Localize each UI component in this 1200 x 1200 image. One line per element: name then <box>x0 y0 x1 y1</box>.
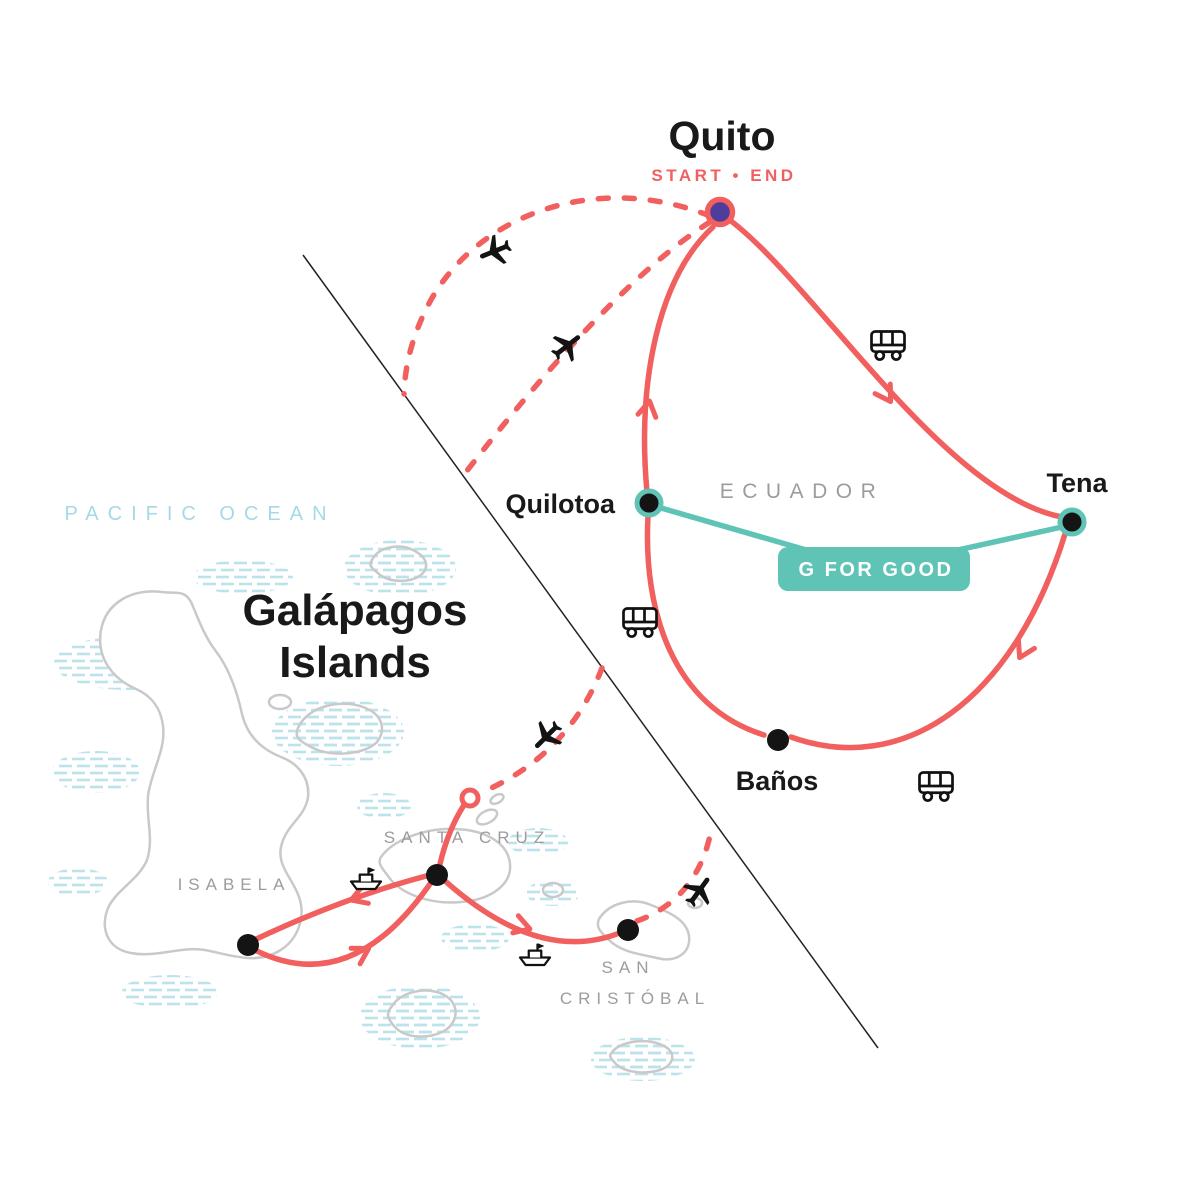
ecuador-label: ECUADOR <box>720 480 885 503</box>
gforgood-connector: G FOR GOOD <box>658 505 1065 591</box>
island-espanola <box>608 1039 674 1074</box>
route-quito-tena <box>728 218 1065 520</box>
quilotoa-label: Quilotoa <box>506 489 616 519</box>
quilotoa-dot <box>634 488 664 518</box>
galapagos-title-line2: Islands <box>279 638 431 687</box>
san-cristobal-label-line1: SAN <box>602 958 655 977</box>
islet-baltra-north <box>489 792 505 806</box>
flight-galapagos-quito-return <box>463 219 713 475</box>
islet-santa-fe <box>541 881 565 899</box>
stop-markers <box>237 196 1087 956</box>
islet-baltra <box>475 808 499 826</box>
inset-divider-line <box>302 254 879 1049</box>
flight-quito-galapagos-outbound <box>401 195 713 397</box>
island-santa-cruz <box>378 827 512 904</box>
route-quilotoa-quito <box>641 224 716 495</box>
san-cristobal-label-line2: CRISTÓBAL <box>560 989 710 1008</box>
island-pinta <box>369 545 428 583</box>
route-quilotoa-banos <box>644 513 767 738</box>
route-isabela-santa-cruz-north <box>249 872 433 944</box>
santa-cruz-label: SANTA CRUZ <box>384 828 550 847</box>
land-routes <box>248 218 1068 967</box>
isabela-label: ISABELA <box>178 875 291 894</box>
gforgood-badge-label: G FOR GOOD <box>799 559 954 581</box>
island-isabela <box>98 590 310 960</box>
galapagos-islands-shapes <box>98 545 704 1074</box>
tena-dot <box>1057 507 1087 537</box>
gforgood-badge <box>778 547 970 591</box>
island-floreana <box>386 989 457 1038</box>
route-santa-cruz-san-cristobal <box>441 877 625 945</box>
quito-title: Quito <box>668 113 775 159</box>
route-santa-cruz-baltra <box>437 802 467 867</box>
baltra-airport-ring <box>459 787 481 809</box>
santa-cruz-dot <box>426 864 448 886</box>
san-cristobal-dot <box>617 919 639 941</box>
galapagos-title-line1: Galápagos <box>243 586 468 635</box>
banos-dot <box>767 729 789 751</box>
start-end-label: START • END <box>651 166 796 185</box>
route-isabela-santa-cruz-south <box>248 878 435 967</box>
isabela-dot <box>237 934 259 956</box>
flight-routes <box>401 195 721 924</box>
flight-from-san-cristobal <box>634 821 715 924</box>
route-tena-banos <box>788 531 1068 751</box>
islet-small-west <box>267 693 293 711</box>
pacific-ocean-label: PACIFIC OCEAN <box>64 503 335 525</box>
banos-label: Baños <box>736 766 819 796</box>
tena-label: Tena <box>1046 468 1108 498</box>
map-labels: Quito START • END Quilotoa Tena Baños EC… <box>64 113 1108 1008</box>
quito-start-end-dot <box>704 196 736 228</box>
island-marchena <box>295 702 384 755</box>
